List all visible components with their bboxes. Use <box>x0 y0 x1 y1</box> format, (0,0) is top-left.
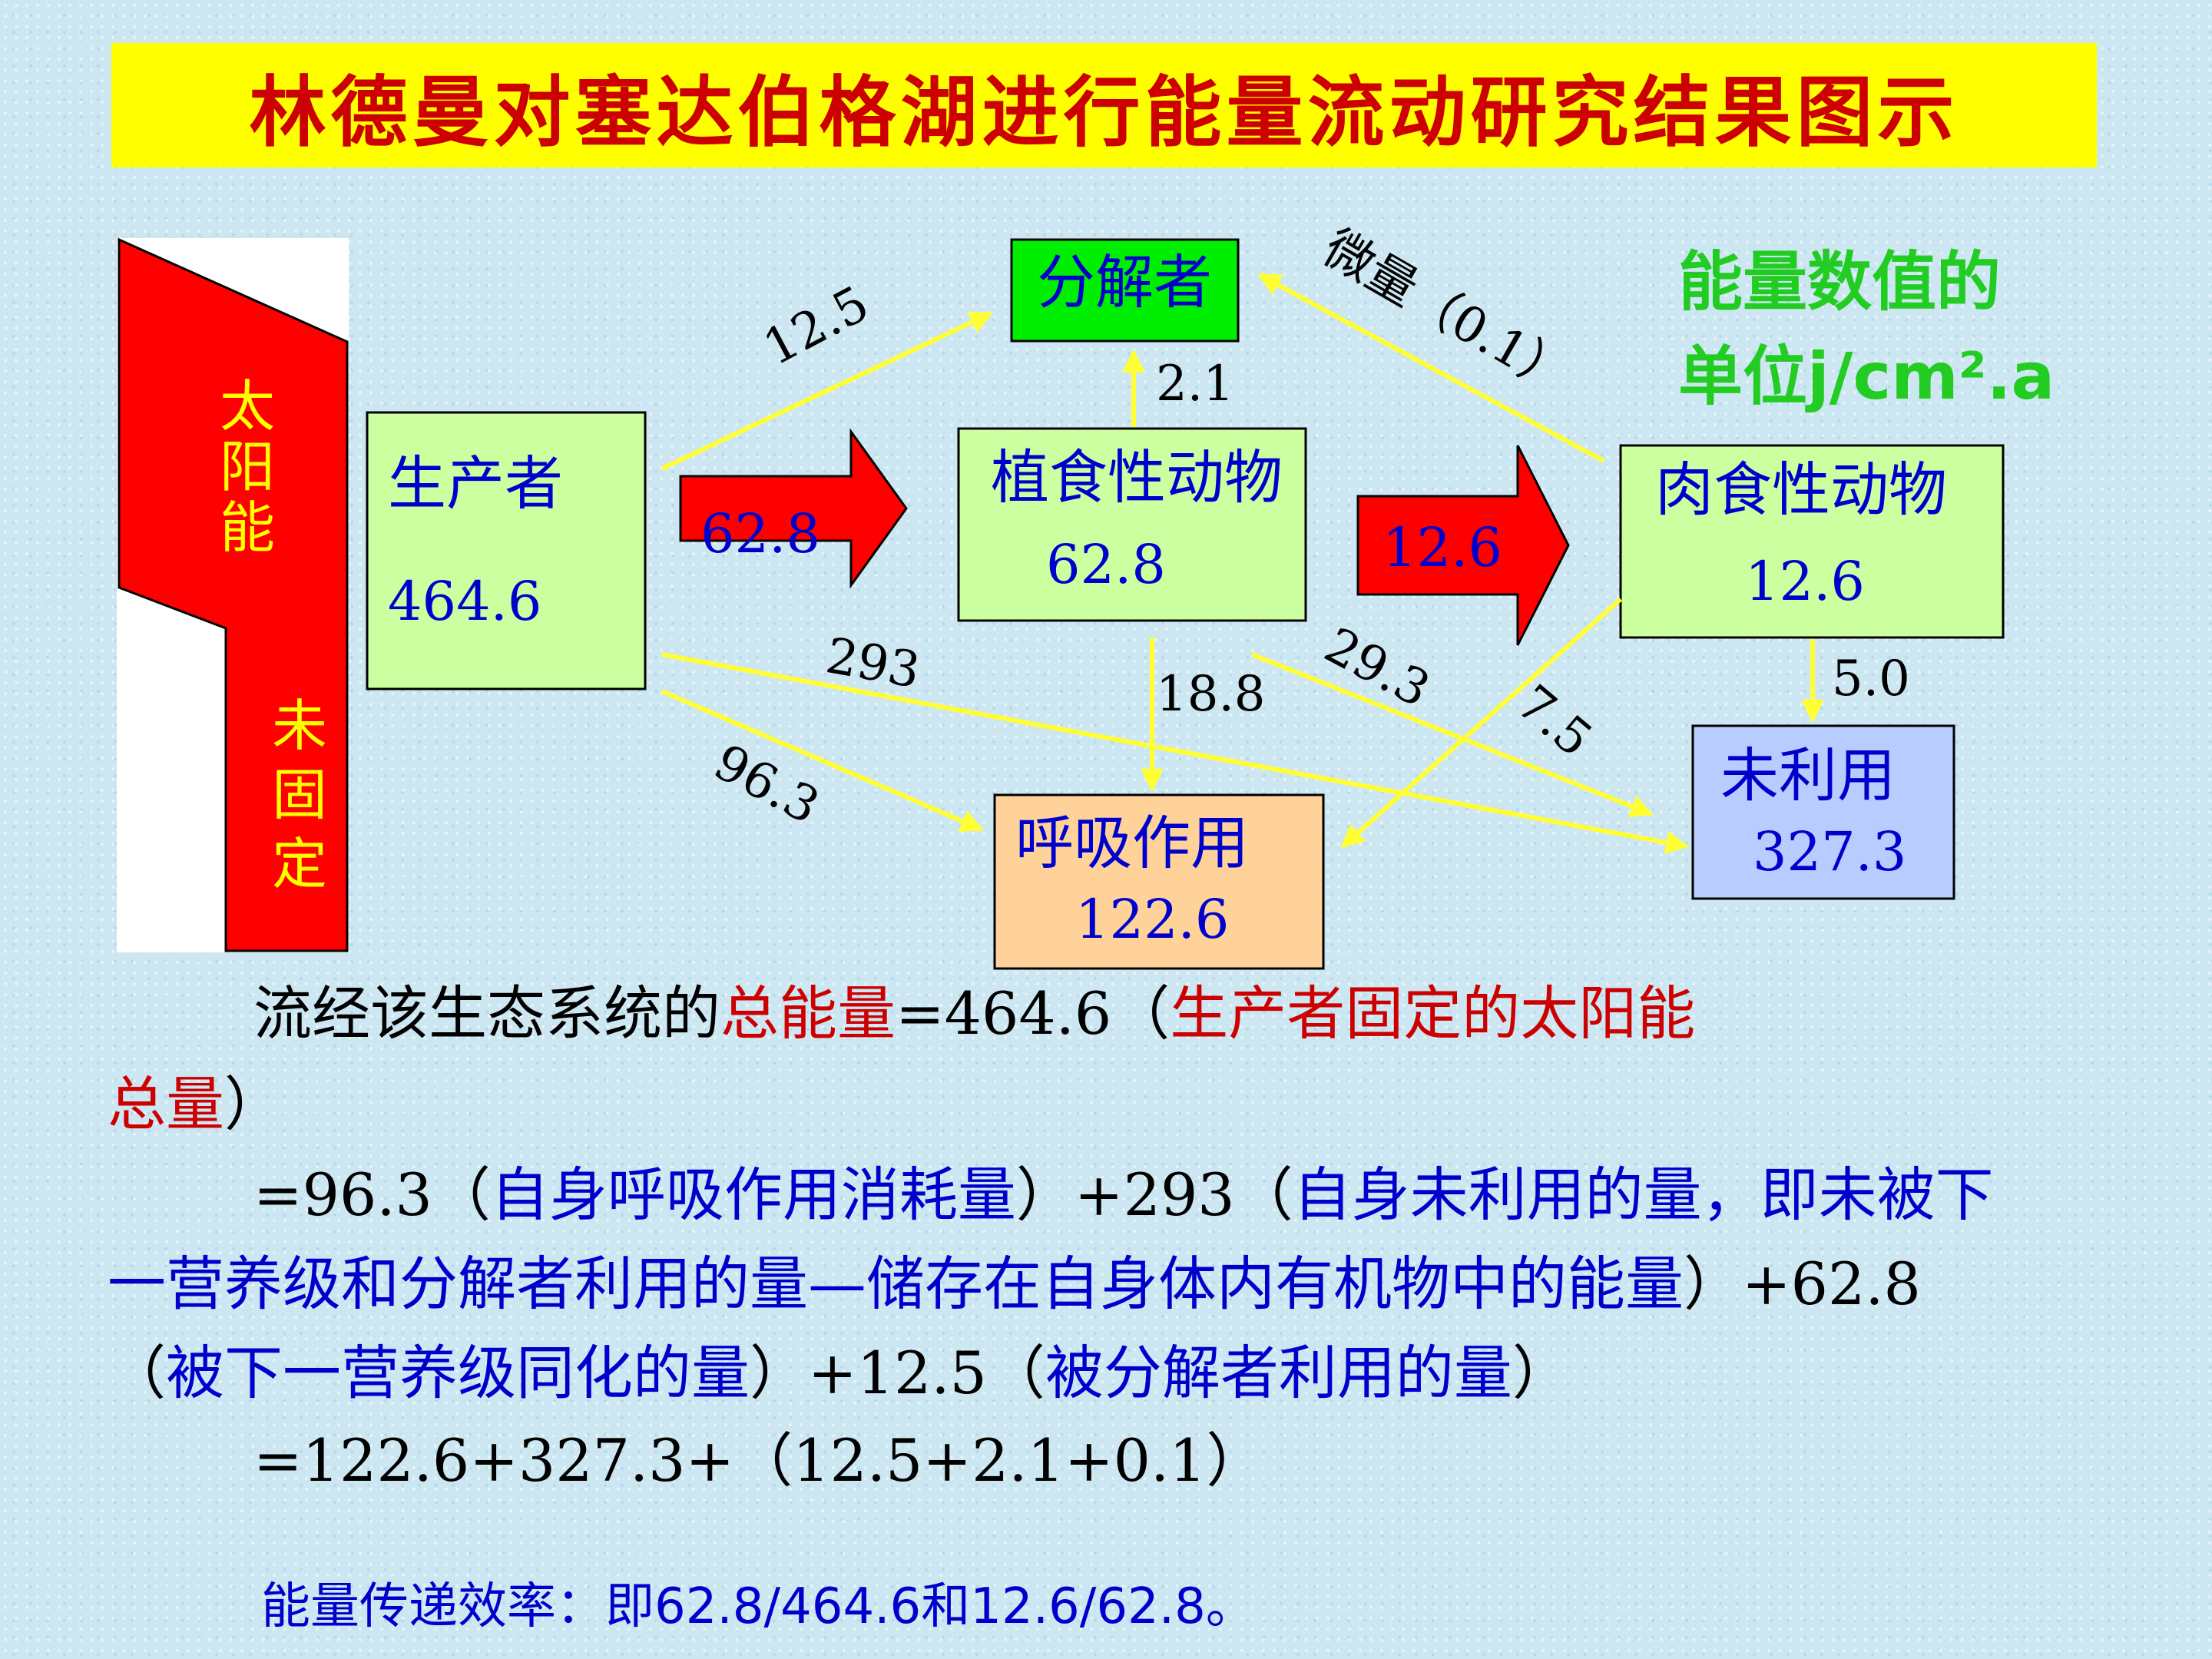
producer-box <box>366 411 647 690</box>
sun-label-bottom: 未固定 <box>271 694 327 896</box>
text-note: 自身呼吸作用消耗量 <box>490 1161 1016 1229</box>
flow-label-producer-unused: 293 <box>822 628 925 700</box>
herbivore-value: 62.8 <box>1046 533 1166 596</box>
respiration-label: 呼吸作用 <box>1015 809 1249 877</box>
sun-energy-band <box>118 237 349 952</box>
text-highlight: 生产者固定的太阳能 <box>1170 979 1696 1048</box>
text-segment: =96.3（ <box>253 1161 491 1229</box>
sum-line: =122.6+327.3+（12.5+2.1+0.1） <box>253 1426 1265 1495</box>
text-segment: ） <box>1512 1339 1571 1407</box>
text-note: 被下一营养级同化的量 <box>166 1339 750 1407</box>
producer-label: 生产者 <box>388 449 563 518</box>
total-energy-line2: 总量） <box>108 1058 2135 1151</box>
breakdown-line3: （被下一营养级同化的量）+12.5（被分解者利用的量） <box>108 1327 2135 1419</box>
carnivore-value: 12.6 <box>1745 550 1865 613</box>
herbivore-label: 植食性动物 <box>991 443 1283 512</box>
text-note: 一营养级和分解者利用的量—储存在自身体内有机物中的能量 <box>108 1250 1684 1318</box>
arrow-herbivore-carnivore <box>1356 445 1570 646</box>
unused-box <box>1691 724 1955 900</box>
text-segment: （ <box>108 1339 166 1407</box>
flow-producer-respiration <box>661 689 984 833</box>
breakdown-line1: =96.3（自身呼吸作用消耗量）+293（自身未利用的量，即未被下 <box>108 1149 2135 1241</box>
producer-value: 464.6 <box>388 570 542 633</box>
flow-label-herbivore-decomposer: 2.1 <box>1156 356 1234 412</box>
text-segment: ） <box>224 1070 283 1138</box>
page-title: 林德曼对塞达伯格湖进行能量流动研究结果图示 <box>249 67 1959 157</box>
unused-label: 未利用 <box>1720 741 1896 810</box>
text-segment: ）+62.8 <box>1684 1250 1921 1318</box>
text-segment: ）+12.5（ <box>750 1339 1045 1407</box>
flow-carnivore-decomposer <box>1257 273 1605 463</box>
flow-producer-decomposer <box>661 311 993 471</box>
sun-label-top: 太阳能 <box>219 374 275 561</box>
flow-label-herbivore-carnivore: 12.6 <box>1382 516 1502 579</box>
respiration-value: 122.6 <box>1075 888 1230 951</box>
decomposer-box <box>1010 238 1240 343</box>
flow-label-herbivore-respiration: 18.8 <box>1156 666 1266 723</box>
text-note: 被分解者利用的量 <box>1045 1339 1512 1407</box>
text-segment: =464.6（ <box>896 979 1171 1048</box>
flow-label-carnivore-unused: 5.0 <box>1832 651 1910 707</box>
text-note: 自身未利用的量，即未被下 <box>1293 1161 1994 1229</box>
unit-note-line1: 能量数值的 <box>1678 244 2002 320</box>
carnivore-box <box>1619 444 2005 639</box>
unused-value: 327.3 <box>1753 820 1907 883</box>
breakdown-line2: 一营养级和分解者利用的量—储存在自身体内有机物中的能量）+62.8 <box>108 1238 2135 1330</box>
arrow-producer-herbivore <box>679 428 908 589</box>
respiration-box <box>993 793 1325 970</box>
decomposer-label: 分解者 <box>1037 248 1212 316</box>
carnivore-label: 肉食性动物 <box>1655 455 1947 524</box>
total-energy-line1: 流经该生态系统的总能量=464.6（生产者固定的太阳能 <box>108 968 2135 1060</box>
text-segment: 流经该生态系统的 <box>253 979 720 1048</box>
text-highlight: 总能量 <box>720 979 896 1048</box>
flow-producer-unused <box>661 652 1689 854</box>
text-highlight: 总量 <box>108 1070 224 1138</box>
energy-flow-diagram <box>117 237 2005 970</box>
flow-herbivore-unused <box>1250 652 1654 817</box>
flow-carnivore-respiration <box>1340 597 1622 849</box>
flow-label-producer-herbivore: 62.8 <box>700 502 820 565</box>
transfer-efficiency-note: 能量传递效率：即62.8/464.6和12.6/62.8。 <box>261 1578 1255 1635</box>
herbivore-box <box>957 427 1307 622</box>
text-segment: ）+293（ <box>1015 1161 1293 1229</box>
title-banner: 林德曼对塞达伯格湖进行能量流动研究结果图示 <box>111 43 2097 167</box>
unit-note-line2: 单位j/cm².a <box>1678 339 2055 414</box>
